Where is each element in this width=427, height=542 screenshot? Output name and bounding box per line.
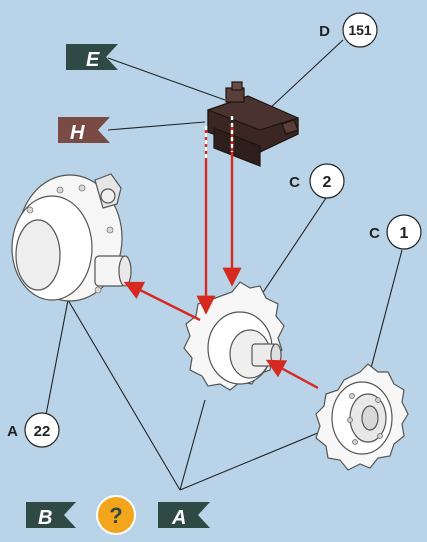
flag-h-text: H (70, 122, 85, 144)
flag-b: B (26, 502, 76, 529)
label-d151: D 151 (319, 12, 378, 48)
leader-a-sprocket1 (179, 429, 326, 491)
label-a22: A 22 (7, 412, 60, 448)
label-c1: C 1 (369, 214, 422, 250)
label-a22-letter: A (7, 423, 18, 440)
help-icon-symbol: ? (109, 503, 122, 528)
leader-lines (44, 39, 403, 491)
label-c2-letter: C (289, 174, 300, 191)
sprocket-large (183, 281, 285, 391)
flag-a-text: A (171, 507, 186, 529)
leader-c1 (369, 249, 403, 373)
flag-e: E (66, 44, 118, 71)
bracket-part (207, 81, 299, 167)
leader-a22 (44, 299, 69, 421)
flag-b-text: B (38, 507, 52, 529)
flag-a: A (158, 502, 210, 529)
label-c2: C 2 (289, 163, 345, 199)
flag-h: H (58, 117, 110, 144)
leader-a-sprocket2 (179, 399, 206, 491)
assembly-arrows (123, 124, 319, 390)
leader-a-gearbox (67, 299, 181, 491)
label-c2-number: 2 (323, 174, 332, 191)
leader-d151 (267, 39, 344, 111)
label-a22-number: 22 (34, 423, 51, 440)
label-c1-letter: C (369, 225, 380, 242)
arrow-to-gearbox (123, 281, 201, 322)
arrow-guides (204, 116, 234, 160)
label-d151-number: 151 (348, 22, 372, 38)
label-d151-letter: D (319, 23, 330, 40)
leader-e (107, 57, 226, 101)
sprocket-small (315, 363, 409, 471)
leader-c2 (257, 197, 327, 301)
help-icon: ? (96, 495, 136, 535)
flag-e-text: E (86, 49, 100, 71)
arrow-from-sprocket1 (265, 359, 319, 390)
label-c1-number: 1 (400, 225, 409, 242)
leader-h (107, 121, 206, 131)
gearbox-part (11, 173, 132, 302)
